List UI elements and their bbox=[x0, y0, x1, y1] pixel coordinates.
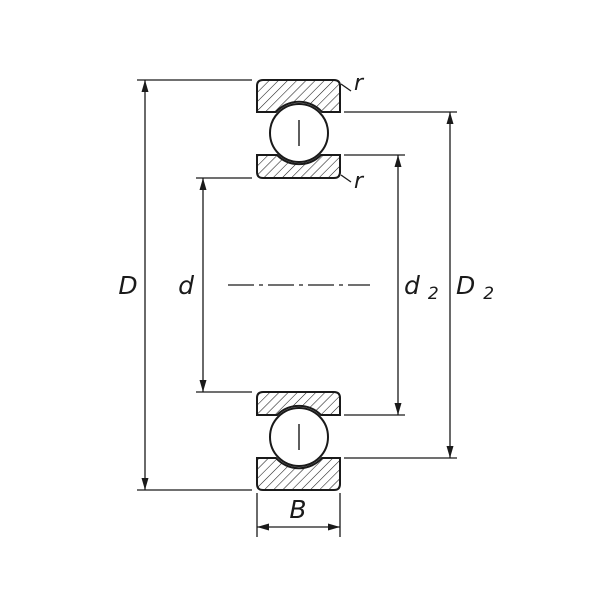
arrow-B-right bbox=[328, 523, 340, 531]
arrow-d-down bbox=[199, 380, 207, 392]
label-radius-top-r: r bbox=[354, 71, 365, 96]
bearing-cross-section bbox=[256, 79, 341, 491]
label-D2-subscript: 2 bbox=[483, 284, 494, 304]
arrow-d2-down bbox=[394, 403, 402, 415]
arrow-d2-up bbox=[394, 155, 402, 167]
rolling-elements bbox=[269, 103, 329, 467]
leader-r-mid bbox=[340, 174, 352, 183]
label-d2-subscript: 2 bbox=[428, 284, 439, 304]
outer-ring-bottom-section bbox=[256, 457, 341, 491]
outer-ring-top-section bbox=[256, 79, 341, 113]
arrow-D-down bbox=[141, 478, 149, 490]
arrow-D-up bbox=[141, 80, 149, 92]
label-outer-diameter-D: D bbox=[118, 271, 137, 300]
dimension-labels: D d d 2 D 2 B r r bbox=[118, 71, 494, 524]
extension-lines bbox=[137, 79, 457, 537]
inner-ring-bottom-section bbox=[256, 391, 341, 416]
arrow-D2-up bbox=[446, 112, 454, 124]
inner-ring-top-section bbox=[256, 154, 341, 179]
label-radius-mid-r: r bbox=[354, 169, 365, 194]
arrowheads bbox=[141, 80, 454, 531]
label-d2-base: d bbox=[404, 271, 420, 300]
arrow-D2-down bbox=[446, 446, 454, 458]
dimension-lines bbox=[144, 80, 451, 528]
label-D2-base: D bbox=[456, 271, 475, 300]
label-shoulder-diameter-D2: D 2 bbox=[456, 271, 494, 304]
leader-r-top bbox=[340, 83, 352, 92]
arrow-B-left bbox=[257, 523, 269, 531]
label-bore-diameter-d: d bbox=[178, 271, 194, 300]
label-width-B: B bbox=[289, 495, 306, 524]
label-shoulder-diameter-d2: d 2 bbox=[404, 271, 439, 304]
arrow-d-up bbox=[199, 178, 207, 190]
